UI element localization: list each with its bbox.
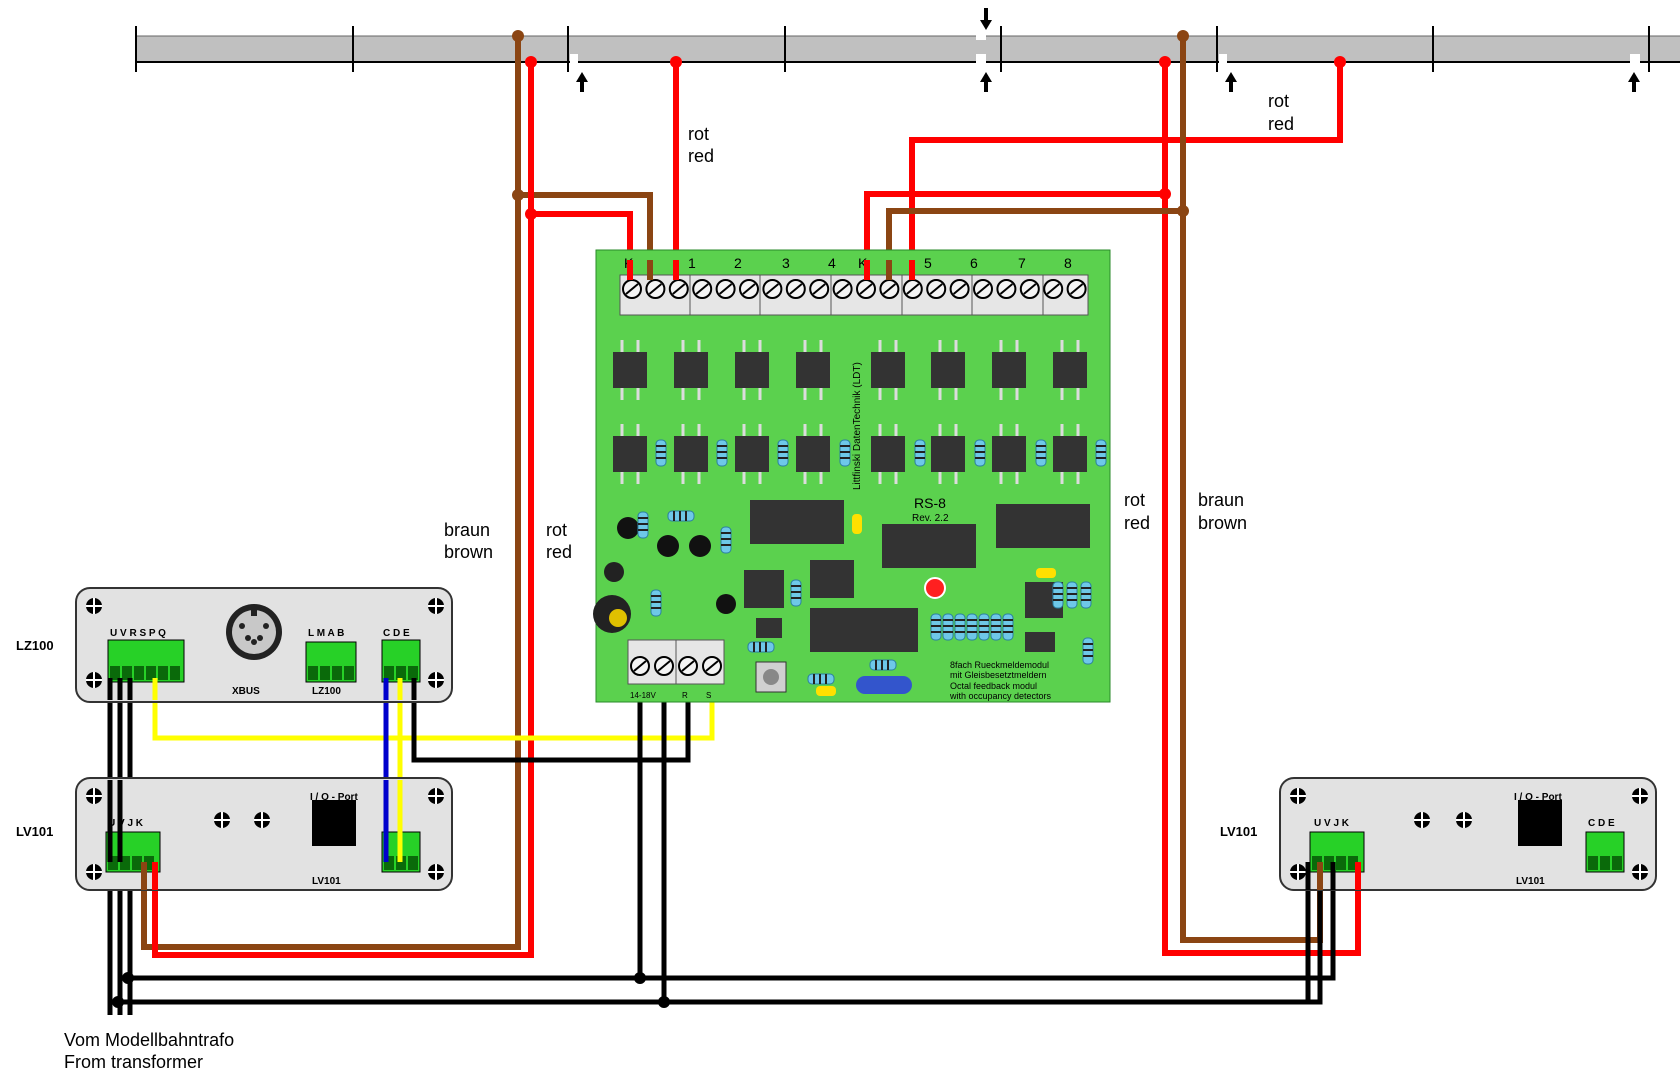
io-port-label: I / O - Port	[1514, 792, 1562, 803]
wires	[107, 30, 1361, 1015]
terminal-letters: U V J K	[108, 818, 144, 829]
io-port-socket-icon	[1518, 800, 1562, 846]
wire-label-rot: rot	[688, 124, 709, 144]
wire-label-red: red	[1268, 114, 1294, 134]
terminal-letters: U V J K	[1314, 818, 1350, 829]
wire-label-braun: braun	[1198, 490, 1244, 510]
screw-icon	[702, 656, 722, 676]
module-desc-en-1: Octal feedback modul	[950, 681, 1037, 691]
screw-icon	[973, 279, 993, 299]
rs8-module: K 1 2 3 4 K 5 6 7 8	[593, 249, 1111, 703]
wire-label-red: red	[688, 146, 714, 166]
device-bottom-label: LZ100	[312, 686, 341, 697]
wire-label-brown: brown	[1198, 513, 1247, 533]
channel-label: 7	[1018, 255, 1026, 271]
source-label: Vom Modellbahntrafo From transformer	[64, 1030, 234, 1072]
module-revision: Rev. 2.2	[912, 513, 949, 524]
mount-screw-icon	[86, 598, 444, 688]
screw-icon	[762, 279, 783, 299]
channel-label: 5	[924, 255, 932, 271]
screw-icon	[630, 656, 650, 676]
screw-icon	[1043, 279, 1064, 299]
lv101-left-device: LV101 U V J K I / O - Port LV101	[16, 777, 453, 891]
ic-chips	[744, 500, 1090, 652]
channel-label: 6	[970, 255, 978, 271]
lv101-right-device: LV101 U V J K I / O - Port C D E LV101	[1220, 777, 1657, 891]
rs8-top-terminals	[619, 274, 1089, 316]
device-label: LV101	[1220, 824, 1257, 839]
power-terminal-label: R	[682, 691, 688, 700]
wire-label-rot: rot	[546, 520, 567, 540]
resistors	[637, 439, 1107, 685]
diode-array	[613, 340, 1087, 484]
power-terminal-label: S	[706, 691, 711, 700]
screw-terminals	[622, 279, 1087, 299]
device-label: LZ100	[16, 638, 54, 653]
device-bottom-label: LV101	[1516, 876, 1545, 887]
xbus-socket-icon	[226, 604, 282, 660]
screw-icon	[785, 279, 806, 299]
rs8-power-terminals	[627, 639, 725, 685]
channel-label: 2	[734, 255, 742, 271]
terminal-letters: U V R S P Q	[110, 628, 166, 639]
channel-label: 3	[782, 255, 790, 271]
track	[135, 8, 1680, 92]
screw-icon	[622, 279, 642, 299]
channel-label: 4	[828, 255, 836, 271]
screw-icon	[926, 279, 947, 299]
lz100-device: LZ100 U V R S P Q L M A B C D E XBUS LZ1…	[16, 587, 453, 703]
device-label: LV101	[16, 824, 53, 839]
screw-icon	[678, 656, 698, 676]
module-desc-de-1: 8fach Rueckmeldemodul	[950, 660, 1049, 670]
wire-label-red: red	[1124, 513, 1150, 533]
screw-icon	[879, 279, 900, 299]
terminal-letters: C D E	[1588, 818, 1615, 829]
transistors	[617, 517, 736, 614]
channel-label: K	[858, 255, 868, 271]
screw-icon	[668, 279, 689, 299]
terminal-letters: C D E	[383, 628, 410, 639]
screw-icon	[654, 656, 674, 676]
xbus-label: XBUS	[232, 686, 260, 697]
wire-label-braun: braun	[444, 520, 490, 540]
io-port-label: I / O - Port	[310, 792, 358, 803]
screw-icon	[645, 279, 666, 299]
wire-label-brown: brown	[444, 542, 493, 562]
screw-icon	[715, 279, 736, 299]
source-label-en: From transformer	[64, 1052, 203, 1072]
crystal	[856, 676, 912, 694]
screw-icon	[832, 279, 853, 299]
isolation-arrow-icon	[576, 8, 1640, 92]
wire-label-red: red	[546, 542, 572, 562]
module-name: RS-8	[914, 495, 946, 511]
wire-label-rot: rot	[1268, 91, 1289, 111]
manufacturer-text: Littfinski DatenTechnik (LDT)	[852, 362, 863, 490]
module-desc-en-2: with occupancy detectors	[949, 691, 1052, 701]
screw-icon	[739, 279, 759, 299]
channel-label: 1	[688, 255, 696, 271]
io-port-socket-icon	[312, 800, 356, 846]
screw-icon	[809, 279, 830, 299]
terminal-letters: L M A B	[308, 628, 344, 639]
screw-icon	[692, 279, 713, 299]
power-terminal-label: 14-18V	[630, 691, 656, 700]
screw-icon	[1066, 279, 1087, 299]
device-bottom-label: LV101	[312, 876, 341, 887]
module-desc-de-2: mit Gleisbesetztmeldern	[950, 670, 1047, 680]
screw-icon	[1019, 279, 1040, 299]
screw-icon	[902, 279, 923, 299]
wire-labels: rot red rot red braun brown rot red rot …	[444, 91, 1294, 562]
screw-icon	[949, 279, 970, 299]
channel-label: 8	[1064, 255, 1072, 271]
screw-icon	[996, 279, 1017, 299]
led-icon	[924, 577, 946, 599]
screw-icon	[856, 279, 876, 299]
wire-label-rot: rot	[1124, 490, 1145, 510]
source-label-de: Vom Modellbahntrafo	[64, 1030, 234, 1050]
